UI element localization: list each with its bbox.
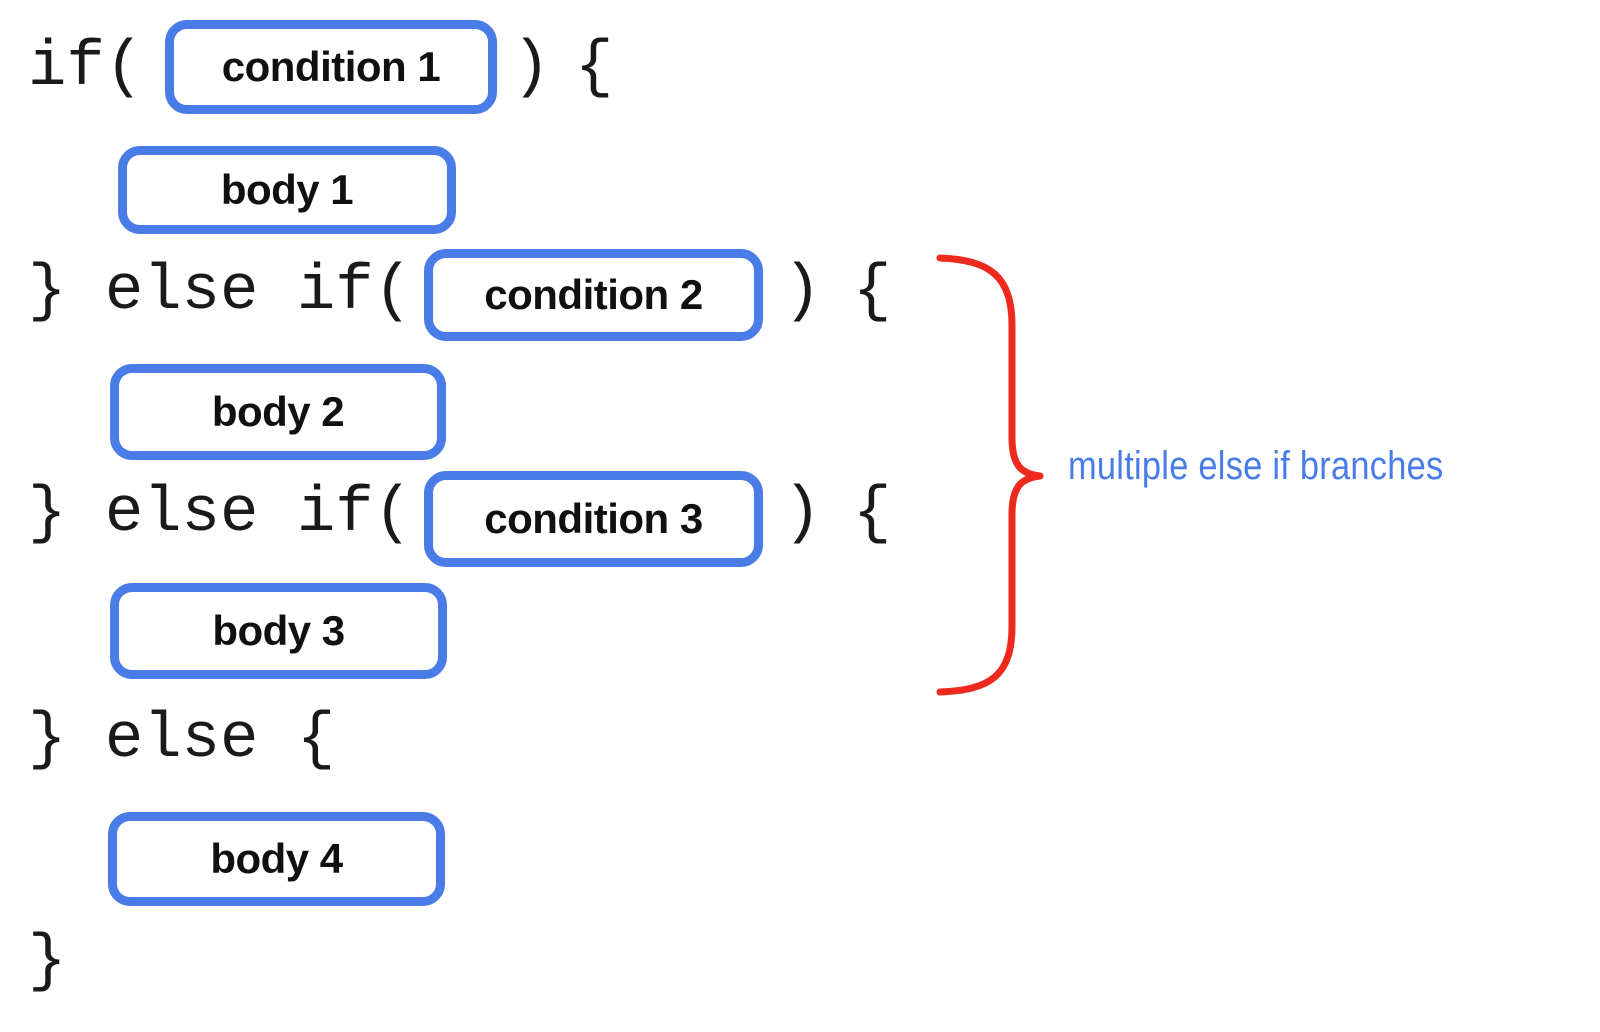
code-else: } else {: [28, 704, 336, 776]
curly-brace-icon: [936, 254, 1044, 696]
code-end-brace: }: [28, 926, 67, 998]
box-body-1-label: body 1: [220, 166, 354, 213]
box-condition-1-label: condition 1: [221, 43, 441, 90]
box-body-3-label: body 3: [212, 607, 345, 654]
code-if-open: if(: [28, 32, 144, 104]
code-elseif-1-open: } else if(: [28, 256, 413, 328]
box-body-2[interactable]: body 2: [110, 364, 446, 460]
box-condition-1[interactable]: condition 1: [165, 20, 497, 114]
box-body-3[interactable]: body 3: [110, 583, 447, 679]
box-body-1[interactable]: body 1: [118, 146, 456, 234]
box-condition-3[interactable]: condition 3: [424, 471, 763, 567]
code-if-close-paren: ): [512, 32, 551, 104]
code-elseif-2-open: } else if(: [28, 478, 413, 550]
box-body-2-label: body 2: [211, 388, 345, 435]
code-elseif-2-open-brace: {: [853, 478, 892, 550]
code-elseif-1-open-brace: {: [853, 256, 892, 328]
box-body-4-label: body 4: [210, 835, 343, 882]
code-elseif-2-close-paren: ): [783, 478, 822, 550]
box-body-4[interactable]: body 4: [108, 812, 445, 906]
code-elseif-1-close-paren: ): [783, 256, 822, 328]
box-condition-2-label: condition 2: [484, 271, 703, 318]
brace-annotation-group: [920, 240, 1060, 710]
annotation-label: multiple else if branches: [1068, 444, 1444, 488]
box-condition-3-label: condition 3: [484, 495, 703, 542]
code-if-open-brace: {: [575, 32, 614, 104]
box-condition-2[interactable]: condition 2: [424, 249, 763, 341]
